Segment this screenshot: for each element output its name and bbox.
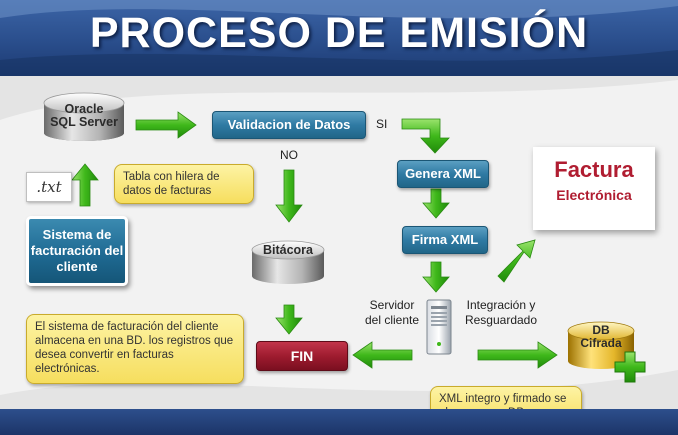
factura-electronica-card: Factura Electrónica: [533, 147, 655, 230]
arrow-sistema-to-txt: [71, 163, 99, 207]
si-label: SI: [376, 117, 388, 131]
arrow-oracle-to-validacion: [135, 111, 197, 139]
db-cifrada-icon: [567, 321, 635, 369]
db-cifrada-label: DB Cifrada: [568, 324, 634, 350]
sistema-node: Sistema de facturación del cliente: [26, 216, 128, 286]
plus-icon: [614, 351, 646, 383]
factura-title: Factura: [554, 157, 634, 182]
arrow-no-to-bitacora: [275, 169, 303, 223]
oracle-label: Oracle SQL Server: [44, 103, 124, 129]
genera-xml-node: Genera XML: [397, 160, 489, 188]
fin-node: FIN: [256, 341, 348, 371]
sistema-note: El sistema de facturación del cliente al…: [26, 314, 244, 384]
oracle-database-icon: [43, 92, 125, 141]
firma-xml-node: Firma XML: [402, 226, 488, 254]
tabla-note: Tabla con hilera de datos de facturas: [114, 164, 254, 204]
integracion-label: Integración y Resguardado: [464, 298, 538, 327]
arrow-si-to-genera-xml: [401, 118, 450, 154]
bg-swoosh-top: [0, 76, 678, 120]
header-banner: PROCESO DE EMISIÓN: [0, 0, 678, 76]
arrow-server-to-fin: [352, 341, 413, 369]
bitacora-database-icon: [251, 240, 325, 284]
db-label-line2: Cifrada: [580, 336, 622, 350]
oracle-label-line1: Oracle: [64, 102, 104, 116]
arrow-bitacora-to-fin: [275, 304, 303, 335]
servidor-label: Servidor del cliente: [364, 298, 420, 327]
arrow-server-to-db: [477, 341, 558, 369]
oracle-label-line2: SQL Server: [50, 115, 118, 129]
arrow-genera-to-firma: [422, 188, 450, 219]
factura-subtitle: Electrónica: [556, 187, 632, 203]
validacion-node: Validacion de Datos: [212, 111, 366, 139]
bitacora-label: Bitácora: [262, 243, 314, 257]
arrow-firma-to-server: [422, 261, 450, 293]
footer-bar: [0, 409, 678, 435]
arrow-to-factura: [497, 239, 536, 283]
server-icon: [426, 299, 452, 355]
txt-file-icon: .txt: [26, 172, 72, 202]
header-wave-decoration: [0, 0, 678, 76]
page-title: PROCESO DE EMISIÓN: [89, 9, 589, 57]
no-label: NO: [280, 148, 298, 162]
db-label-line1: DB: [592, 323, 610, 337]
